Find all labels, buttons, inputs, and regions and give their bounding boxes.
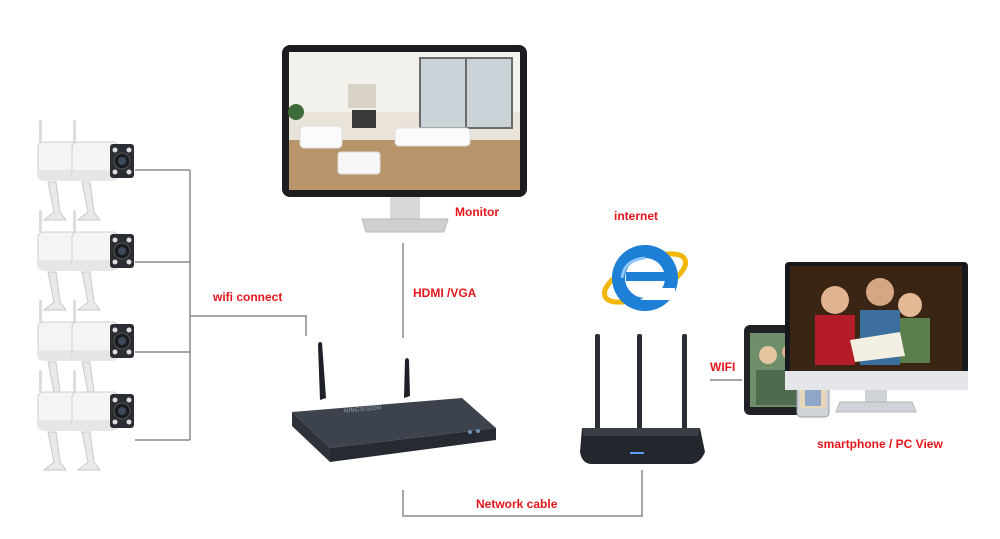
router-icon: [580, 334, 705, 464]
label-hdmi-vga: HDMI /VGA: [413, 286, 477, 300]
pc-monitor-icon: [785, 262, 968, 413]
camera-icon: [71, 119, 135, 221]
label-monitor: Monitor: [455, 205, 499, 219]
camera-icon: [71, 369, 135, 471]
label-network-cable: Network cable: [476, 497, 558, 511]
internet-explorer-icon: [601, 245, 689, 311]
label-wifi: WIFI: [710, 360, 736, 374]
camera-icon: [71, 209, 135, 311]
monitor-icon: [282, 45, 527, 233]
connection-lines: [135, 169, 742, 517]
label-smartphone-pc-view: smartphone / PC View: [817, 437, 943, 451]
camera-group: [37, 119, 135, 471]
label-internet: internet: [614, 209, 659, 223]
nvr-icon: [292, 341, 496, 462]
camera-icon: [71, 299, 135, 401]
label-wifi-connect: wifi connect: [213, 290, 283, 304]
